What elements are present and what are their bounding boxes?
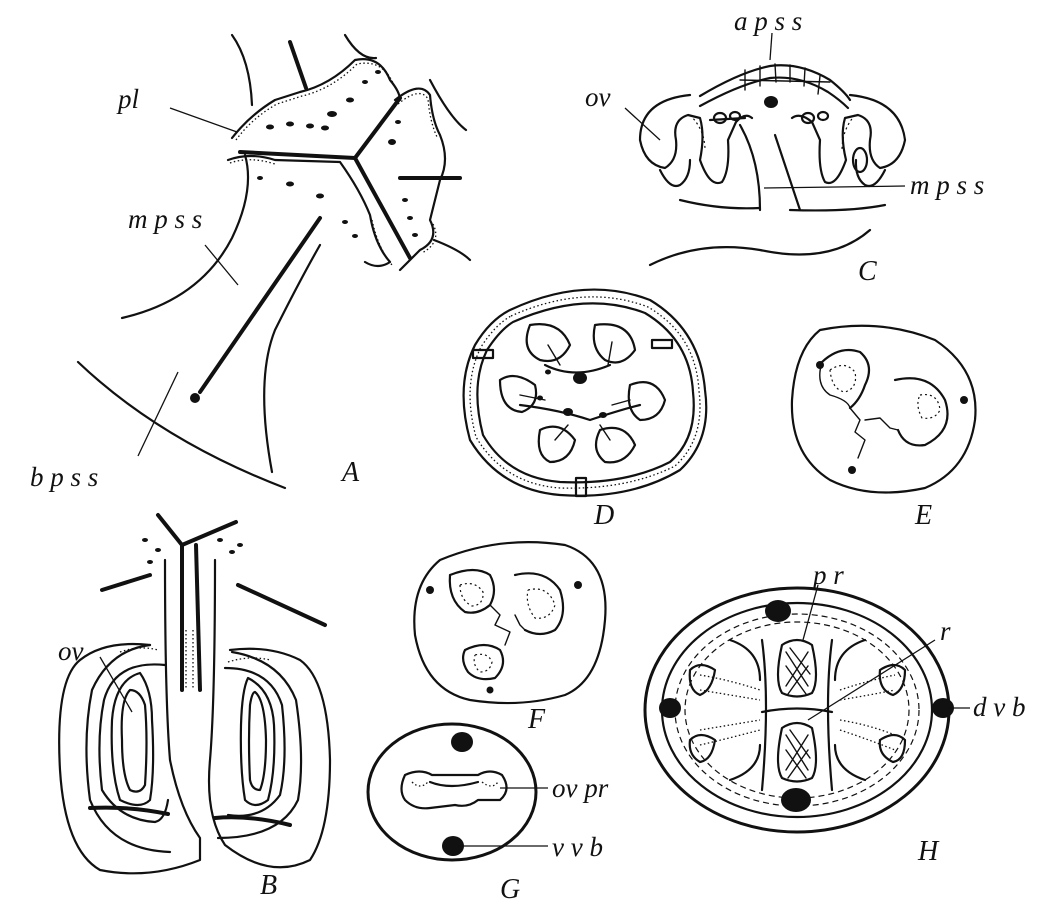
- label-ov-c: ov: [585, 82, 611, 112]
- label-mpss-a: m p s s: [128, 204, 202, 234]
- label-bpss: b p s s: [30, 462, 98, 492]
- label-mpss-c: m p s s: [910, 170, 984, 200]
- label-apss: a p s s: [734, 6, 802, 36]
- label-pl: pl: [116, 84, 139, 114]
- caption-f: F: [527, 704, 546, 735]
- panel-d: D: [464, 290, 707, 531]
- panel-c: a p s s ov m p s s C: [585, 6, 984, 287]
- label-ov-b: ov: [58, 636, 84, 666]
- bundle-left: [659, 698, 681, 718]
- caption-h: H: [917, 836, 940, 867]
- panel-b: ov B: [58, 515, 330, 901]
- caption-e: E: [914, 500, 932, 531]
- caption-c: C: [858, 256, 877, 287]
- panel-h: p r r d v b H: [645, 560, 1025, 867]
- panel-e: E: [792, 326, 976, 531]
- panel-a: pl m p s s b p s s A: [30, 35, 470, 492]
- caption-a: A: [340, 457, 360, 488]
- label-r: r: [940, 616, 951, 646]
- label-ovpr: ov pr: [552, 773, 609, 803]
- label-dvb: d v b: [973, 692, 1025, 722]
- caption-d: D: [593, 500, 614, 531]
- panel-f: F: [414, 542, 605, 735]
- caption-b: B: [260, 870, 277, 901]
- label-pr: p r: [811, 560, 844, 590]
- caption-g: G: [500, 874, 520, 905]
- panel-g: ov pr v v b G: [368, 724, 609, 905]
- label-vvb: v v b: [552, 832, 603, 862]
- bundle-bottom: [781, 788, 811, 812]
- bundle-top: [765, 600, 791, 622]
